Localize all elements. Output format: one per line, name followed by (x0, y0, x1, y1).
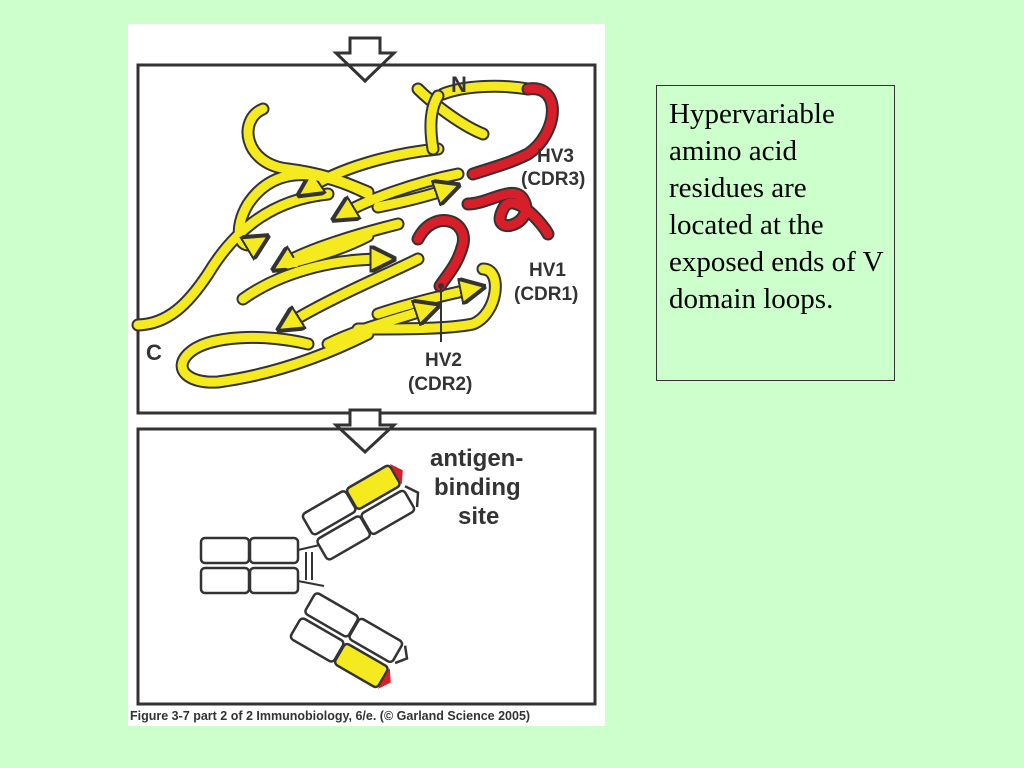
fc-domain (199, 536, 251, 565)
down-arrow-top (332, 36, 398, 84)
antibody-schematic (199, 463, 420, 689)
label-binding: binding (434, 474, 521, 501)
variable-domain-yellow (345, 464, 401, 510)
label-cdr1: (CDR1) (514, 284, 578, 305)
figure-panel: N C HV3 (CDR3) HV1 (CDR1) HV2 (CDR2) (128, 24, 605, 726)
hv1-loop (461, 187, 555, 241)
antigen-binding-tip (389, 463, 403, 485)
antibody-figure: N C HV3 (CDR3) HV1 (CDR1) HV2 (CDR2) (130, 36, 597, 723)
down-arrow-middle (332, 408, 398, 455)
antibody-frame (136, 427, 597, 706)
hv2-loop (411, 214, 470, 293)
fc-domain (248, 566, 300, 595)
hinge (297, 580, 325, 587)
fc-domain (199, 566, 251, 595)
antigen-binding-tip (377, 668, 391, 689)
label-hv2: HV2 (425, 350, 462, 371)
variable-domain-yellow (333, 642, 389, 689)
label-n-terminus: N (451, 72, 467, 97)
caption-text: Hypervariable amino acid residues are lo… (669, 98, 883, 315)
label-hv1: HV1 (529, 260, 566, 281)
label-site: site (458, 503, 499, 530)
hv2-pointer-dot (438, 283, 444, 289)
v-domain-structure (131, 79, 559, 389)
label-cdr2: (CDR2) (408, 374, 472, 395)
fab-arm-upper (301, 463, 420, 561)
fc-domain (248, 536, 300, 565)
figure-credit: Figure 3-7 part 2 of 2 Immunobiology, 6/… (130, 709, 530, 723)
label-cdr3: (CDR3) (521, 169, 585, 190)
hv3-loop (466, 82, 559, 181)
label-antigen: antigen- (430, 445, 523, 472)
label-c-terminus: C (146, 340, 162, 365)
caption-box: Hypervariable amino acid residues are lo… (656, 85, 895, 381)
label-hv3: HV3 (537, 146, 574, 167)
fab-arm-lower (289, 592, 409, 689)
